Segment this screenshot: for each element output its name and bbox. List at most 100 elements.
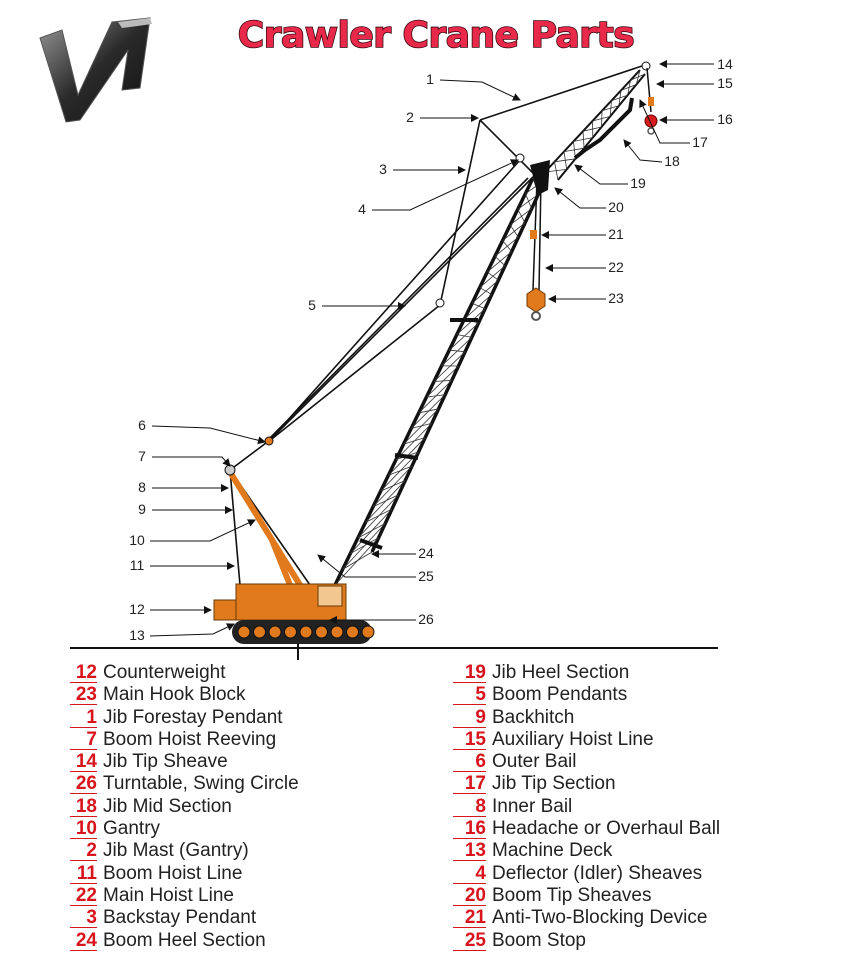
callout-number: 14 [717, 56, 733, 72]
callout-26: 26 [329, 611, 434, 627]
callout-2: 2 [406, 109, 479, 125]
cab-window [317, 585, 343, 607]
callout-1: 1 [426, 71, 521, 101]
cable [439, 119, 481, 306]
gantry [227, 470, 303, 587]
callout-3: 3 [379, 161, 466, 177]
callout-number: 9 [138, 501, 146, 517]
legend-number: 2 [70, 840, 97, 862]
leader-arrow [317, 554, 416, 578]
legend-number: 26 [70, 773, 97, 795]
jib [544, 69, 646, 181]
legend-label: Anti-Two-Blocking Device [492, 907, 708, 929]
legend-number: 7 [70, 729, 97, 750]
callout-13: 13 [129, 623, 235, 643]
callout-number: 24 [418, 545, 434, 561]
inner-bail [224, 464, 236, 476]
legend-number: 25 [453, 930, 486, 951]
counterweight [213, 599, 237, 621]
leader-arrow [623, 139, 663, 163]
callout-19: 19 [574, 164, 646, 191]
callout-number: 11 [130, 557, 145, 573]
callout-number: 17 [692, 134, 708, 150]
legend-number: 4 [453, 863, 486, 884]
callout-11: 11 [130, 557, 235, 573]
callout-number: 21 [608, 226, 624, 242]
callout-7: 7 [138, 448, 231, 467]
legend-label: Jib Tip Sheave [103, 751, 228, 773]
callout-8: 8 [138, 479, 229, 495]
leader-arrow [152, 456, 231, 467]
callout-number: 4 [358, 201, 366, 217]
legend-label: Gantry [103, 818, 161, 840]
leader-arrow [149, 623, 235, 637]
callout-number: 6 [138, 417, 146, 433]
legend-number: 11 [70, 863, 97, 884]
overhaul-ball [644, 114, 658, 128]
legend-label: Turntable, Swing Circle [103, 773, 299, 795]
legend-label: Deflector (Idler) Sheaves [492, 862, 703, 884]
crane-structure [213, 61, 658, 644]
legend-number: 22 [70, 885, 97, 906]
callout-number: 7 [138, 448, 146, 464]
legend-label: Boom Pendants [492, 684, 628, 706]
legend-number: 12 [70, 662, 97, 683]
cable [229, 439, 271, 471]
callout-number: 16 [717, 111, 733, 127]
callout-number: 3 [379, 161, 387, 177]
legend-item: 2 Jib Mast (Gantry) [70, 840, 299, 862]
legend-number: 24 [70, 930, 97, 951]
legend-label: Headache or Overhaul Ball [492, 818, 721, 840]
callout-4: 4 [358, 159, 519, 217]
callout-number: 23 [608, 290, 624, 306]
callout-10: 10 [129, 519, 256, 548]
legend-label: Main Hook Block [103, 684, 246, 706]
callout-14: 14 [659, 56, 733, 72]
legend-label: Machine Deck [492, 840, 613, 862]
cable [269, 159, 521, 441]
callout-6: 6 [138, 417, 266, 445]
legend-label: Boom Hoist Reeving [103, 728, 277, 750]
callout-18: 18 [623, 139, 680, 169]
legend-item: 16 Headache or Overhaul Ball [453, 818, 720, 840]
callout-number: 12 [129, 601, 145, 617]
legend-label: Counterweight [103, 662, 226, 683]
legend-number: 20 [453, 885, 486, 906]
legend-label: Jib Mid Section [103, 795, 232, 817]
callout-24: 24 [371, 545, 434, 561]
legend-number: 13 [453, 840, 486, 862]
leader-arrow [151, 425, 266, 445]
cable [267, 304, 441, 443]
main-hook-block [526, 287, 546, 313]
legend-label: Backhitch [492, 706, 575, 728]
legend-label: Outer Bail [492, 751, 577, 773]
legend-number: 8 [453, 796, 486, 817]
callout-12: 12 [129, 601, 212, 617]
legend-number: 1 [70, 707, 97, 728]
legend-label: Jib Mast (Gantry) [103, 840, 249, 862]
legend-label: Boom Stop [492, 929, 586, 951]
cable [479, 64, 646, 121]
legend-item: 12 Counterweight [70, 662, 299, 684]
legend-number: 15 [453, 729, 486, 750]
callout-9: 9 [138, 501, 233, 517]
legend-label: Jib Heel Section [492, 662, 630, 683]
callout-number: 10 [129, 532, 145, 548]
outer-bail [264, 436, 274, 446]
callout-23: 23 [548, 290, 624, 306]
legend-number: 16 [453, 818, 486, 840]
legend-number: 3 [70, 907, 97, 929]
callout-22: 22 [545, 259, 624, 275]
